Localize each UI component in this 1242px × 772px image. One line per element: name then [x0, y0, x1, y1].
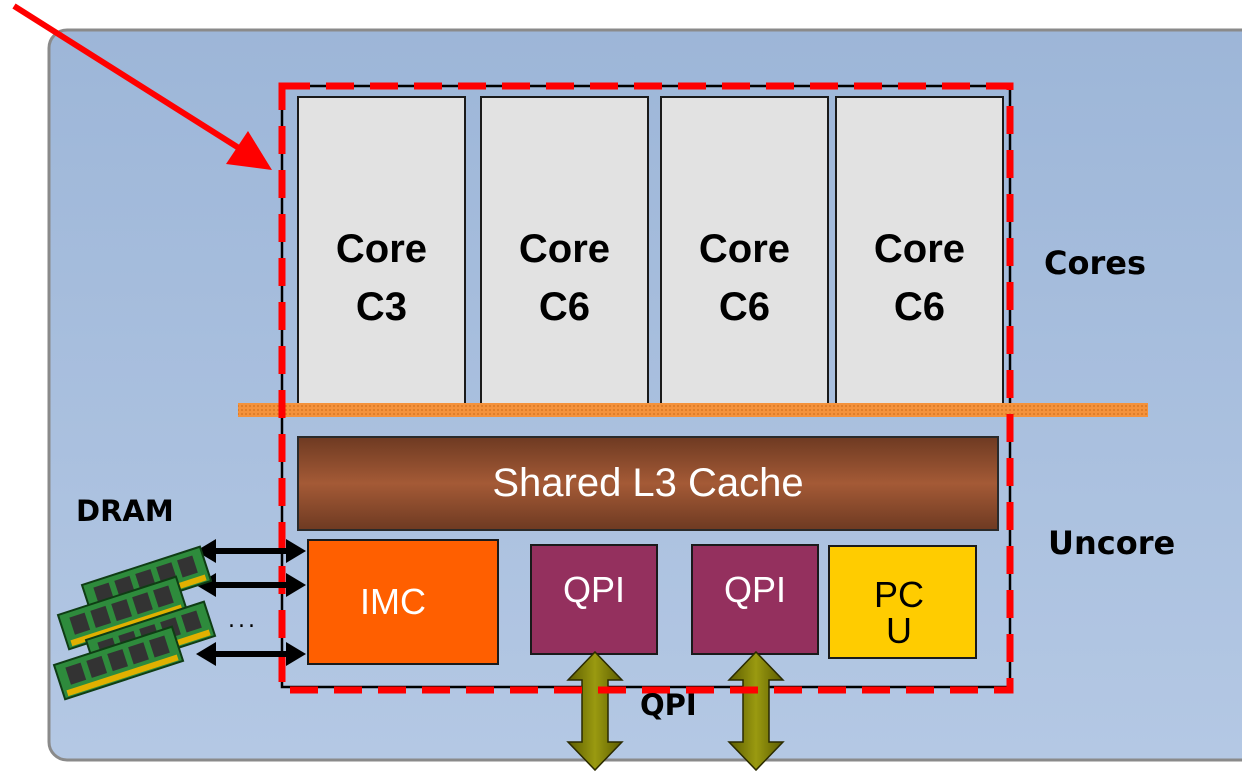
- core-1-name: Core: [335, 227, 428, 271]
- imc-text: IMC: [360, 581, 426, 622]
- qpi-box-2: [691, 544, 819, 655]
- dram-label: DRAM: [76, 494, 174, 528]
- qpi-box-1: [530, 544, 658, 655]
- l3-cache-box: [297, 436, 999, 531]
- core-4-name: Core: [873, 227, 966, 271]
- core-1-label: Core C3: [298, 218, 465, 338]
- qpi-2-label: QPI: [692, 545, 818, 654]
- highlight-outline: [278, 82, 1014, 694]
- qpi-1-text: QPI: [562, 569, 625, 610]
- qpi-link-arrow-2: [727, 650, 785, 772]
- core-4-label: Core C6: [836, 218, 1003, 338]
- core-box-4: [835, 96, 1004, 408]
- dram-modules-icon: [52, 545, 217, 701]
- pcu-text-line1: PC: [873, 574, 924, 615]
- pcu-text-line2: U: [886, 610, 912, 651]
- qpi-1-label: QPI: [531, 545, 657, 654]
- core-3-label: Core C6: [661, 218, 828, 338]
- core-3-name: Core: [698, 227, 791, 271]
- core-4-state: C6: [893, 285, 946, 329]
- core-1-state: C3: [355, 285, 408, 329]
- pcu-box: [828, 545, 977, 659]
- cores-label: Cores: [1044, 244, 1146, 282]
- qpi-bottom-label: QPI: [640, 688, 697, 722]
- pcu-label: PC U: [829, 570, 969, 656]
- imc-label: IMC: [308, 540, 478, 664]
- core-3-state: C6: [718, 285, 771, 329]
- core-box-3: [660, 96, 829, 408]
- qpi-link-arrow-1: [566, 650, 624, 772]
- core-2-label: Core C6: [481, 218, 648, 338]
- dram-arrow-1: [196, 539, 306, 563]
- pointer-arrow: [12, 3, 272, 170]
- dram-arrow-3: [196, 642, 306, 666]
- core-2-name: Core: [518, 227, 611, 271]
- uncore-label: Uncore: [1048, 524, 1176, 562]
- core-uncore-separator: [238, 403, 1148, 417]
- dram-ellipsis: ...: [228, 608, 258, 633]
- l3-cache-label: Shared L3 Cache: [298, 437, 998, 530]
- core-box-1: [297, 96, 466, 408]
- l3-cache-text: Shared L3 Cache: [492, 461, 804, 505]
- core-2-state: C6: [538, 285, 591, 329]
- imc-box: [307, 539, 499, 665]
- qpi-2-text: QPI: [723, 569, 786, 610]
